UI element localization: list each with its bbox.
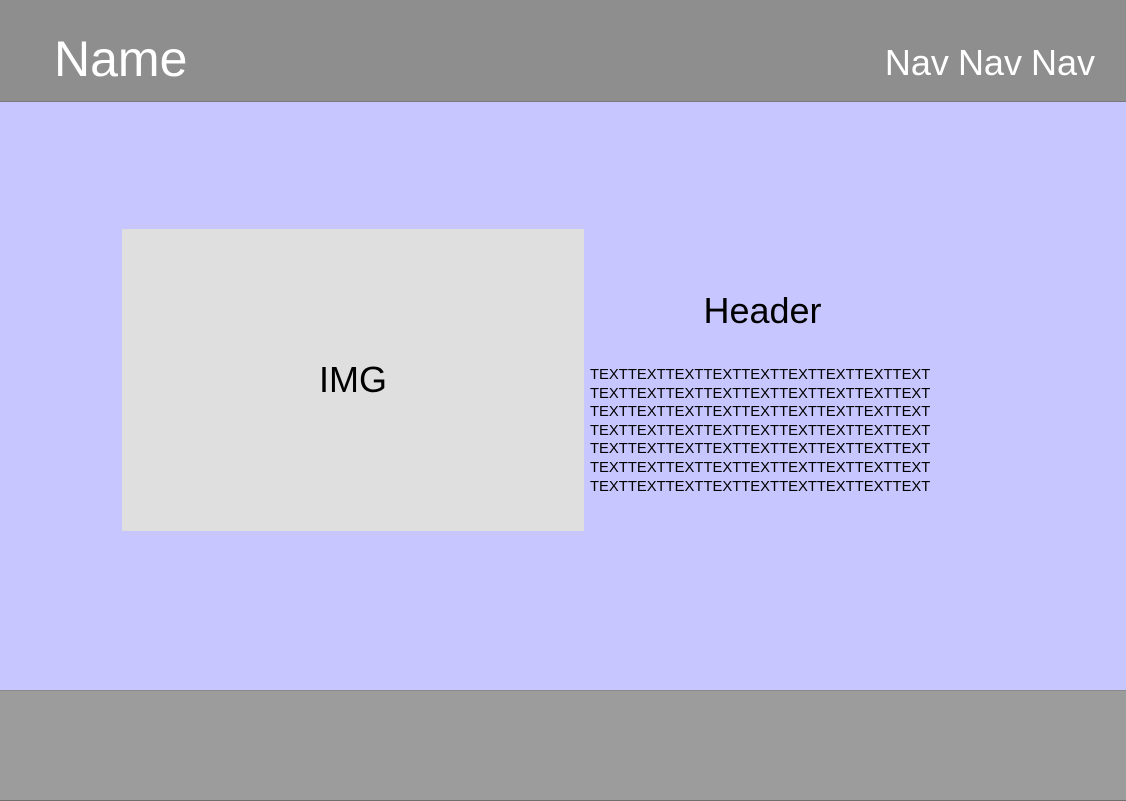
nav-item-3[interactable]: Nav	[1030, 42, 1095, 83]
body-text: TEXTTEXTTEXTTEXTTEXTTEXTTEXTTEXTTEXTTEXT…	[590, 367, 931, 495]
site-header: Name Nav Nav Nav	[0, 0, 1126, 102]
nav-item-1[interactable]: Nav	[884, 42, 949, 83]
section-header: Header	[703, 290, 822, 331]
main-nav: Nav Nav Nav	[885, 42, 1095, 84]
site-footer	[0, 690, 1126, 801]
image-label: IMG	[319, 359, 387, 400]
main-content: IMG Header TEXTTEXTTEXTTEXTTEXTTEXTTEXTT…	[0, 102, 1126, 690]
image-placeholder: IMG	[122, 229, 584, 531]
nav-item-2[interactable]: Nav	[957, 42, 1022, 83]
site-name[interactable]: Name	[54, 31, 188, 87]
